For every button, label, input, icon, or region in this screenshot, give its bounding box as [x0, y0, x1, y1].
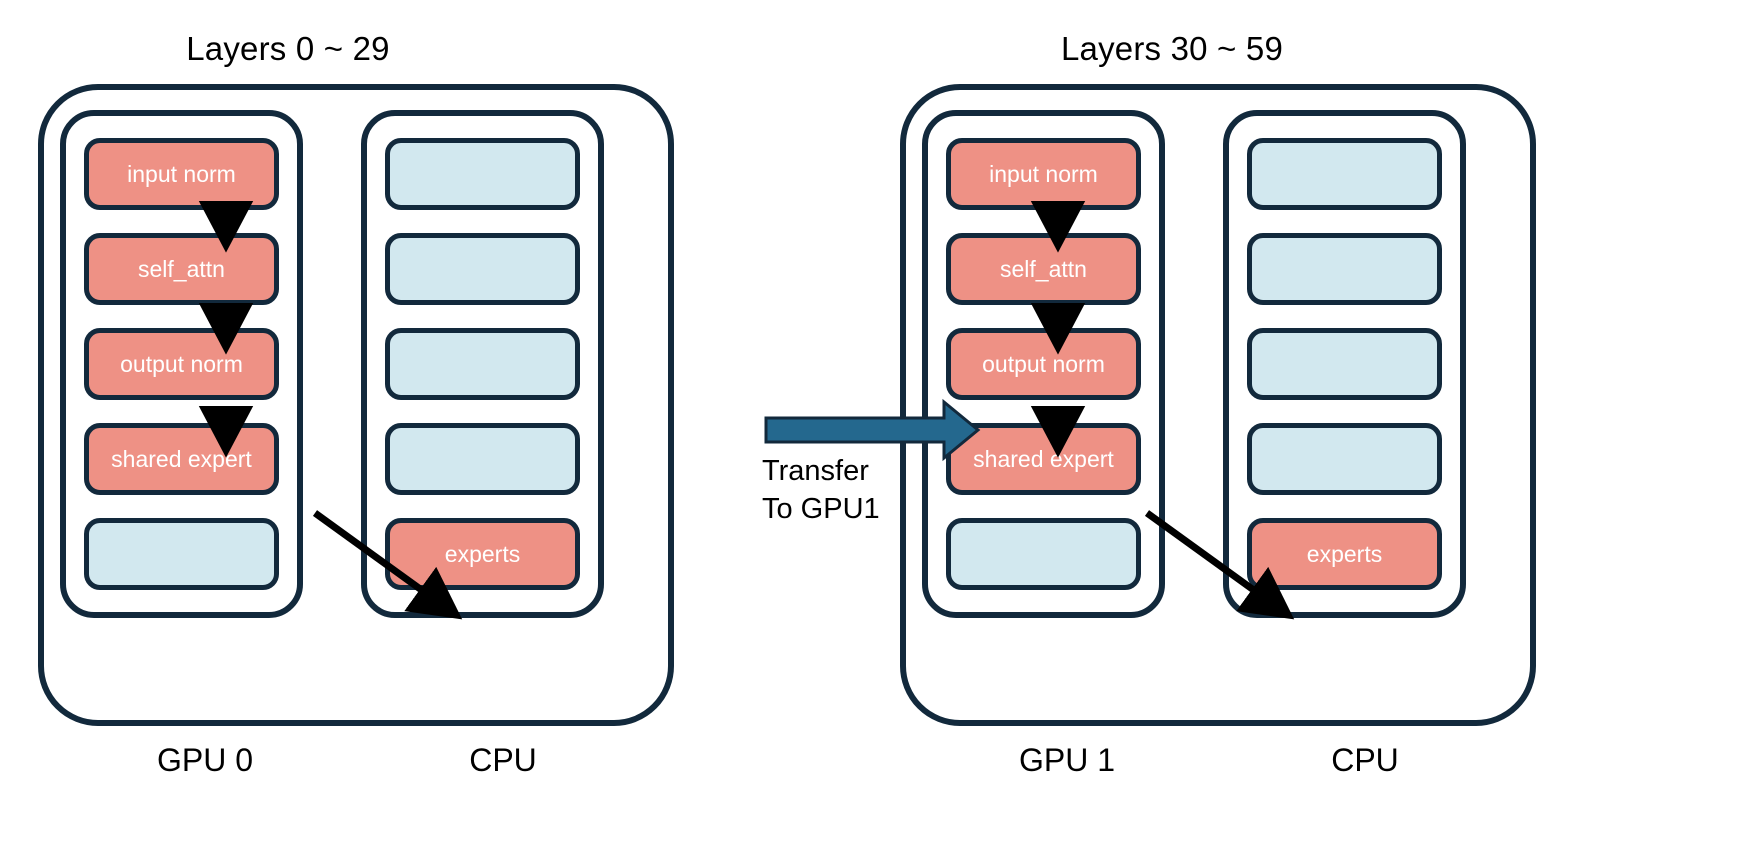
gpu-column-right: input norm self_attn output norm shared … [922, 110, 1165, 618]
panel-title-left: Layers 0 ~ 29 [186, 30, 390, 67]
module-self-attn[interactable]: self_attn [946, 233, 1141, 305]
module-cpu-slot-4[interactable] [1247, 423, 1442, 495]
module-placeholder-gpu[interactable] [946, 518, 1141, 590]
device-label-cpu-right: CPU [1331, 742, 1399, 778]
module-cpu-slot-1[interactable] [1247, 138, 1442, 210]
panel-title-right: Layers 30 ~ 59 [1060, 30, 1284, 67]
transfer-caption: Transfer To GPU1 [762, 452, 952, 529]
cpu-column-left: experts [361, 110, 604, 618]
module-self-attn[interactable]: self_attn [84, 233, 279, 305]
module-shared-expert[interactable]: shared expert [946, 423, 1141, 495]
module-placeholder-gpu[interactable] [84, 518, 279, 590]
module-cpu-slot-4[interactable] [385, 423, 580, 495]
panel-layers-0-29: Layers 0 ~ 29 input norm self_attn outpu… [28, 0, 788, 850]
cpu-column-right: experts [1223, 110, 1466, 618]
module-output-norm[interactable]: output norm [946, 328, 1141, 400]
gpu-column-left: input norm self_attn output norm shared … [60, 110, 303, 618]
module-input-norm[interactable]: input norm [946, 138, 1141, 210]
module-input-norm[interactable]: input norm [84, 138, 279, 210]
module-cpu-slot-3[interactable] [1247, 328, 1442, 400]
module-output-norm[interactable]: output norm [84, 328, 279, 400]
device-columns-left: input norm self_attn output norm shared … [38, 110, 604, 618]
module-cpu-slot-3[interactable] [385, 328, 580, 400]
transfer-caption-line-2: To GPU1 [762, 493, 880, 526]
module-experts[interactable]: experts [385, 518, 580, 590]
device-columns-right: input norm self_attn output norm shared … [900, 110, 1466, 618]
device-label-cpu-left: CPU [469, 742, 537, 778]
panel-layers-30-59: Layers 30 ~ 59 input norm self_attn outp… [872, 0, 1632, 850]
module-cpu-slot-2[interactable] [1247, 233, 1442, 305]
module-cpu-slot-2[interactable] [385, 233, 580, 305]
device-label-gpu-1: GPU 1 [1018, 742, 1116, 778]
module-shared-expert[interactable]: shared expert [84, 423, 279, 495]
module-experts[interactable]: experts [1247, 518, 1442, 590]
device-label-gpu-0: GPU 0 [156, 742, 254, 778]
transfer-caption-line-1: Transfer [762, 455, 869, 487]
module-cpu-slot-1[interactable] [385, 138, 580, 210]
